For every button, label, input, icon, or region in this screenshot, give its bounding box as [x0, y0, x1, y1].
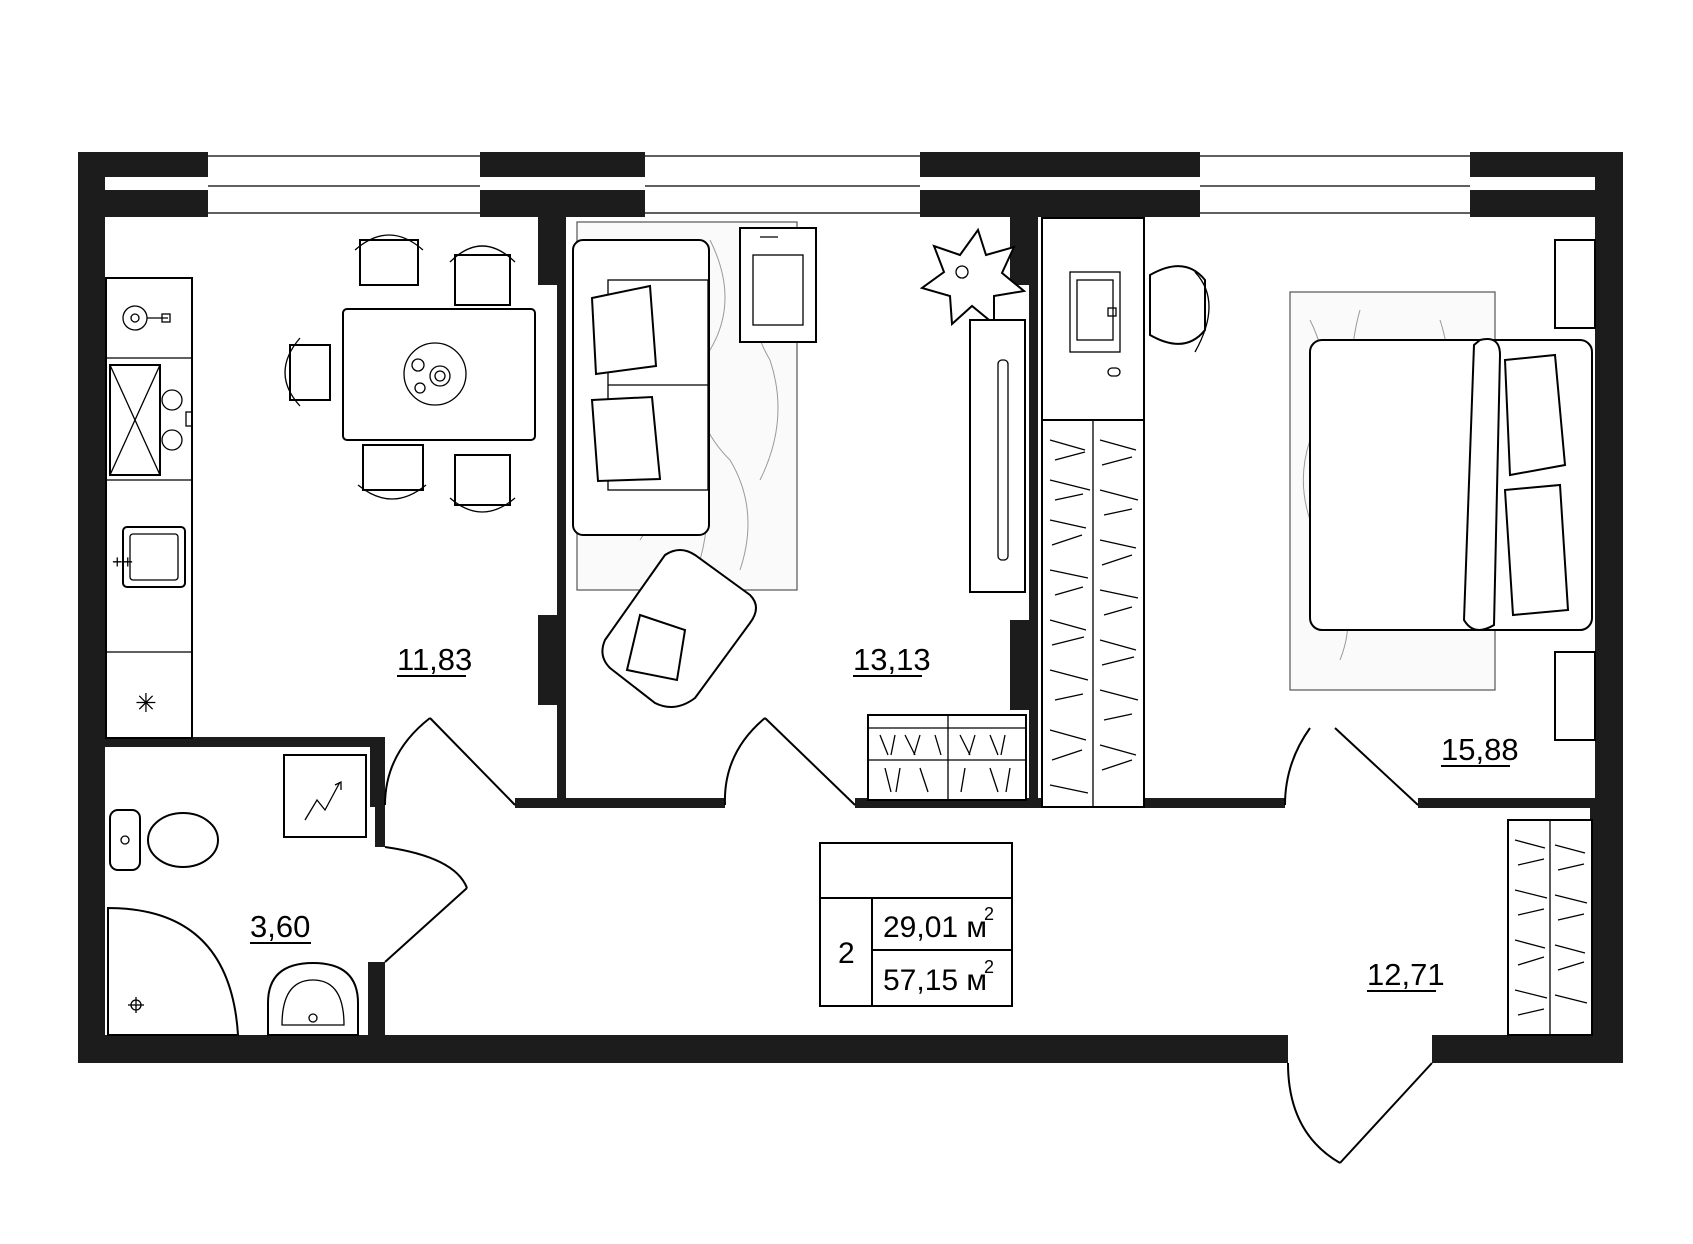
apartment-info-box: 2 29,01 м 2 57,15 м 2	[819, 842, 1013, 1007]
desk-chair	[1149, 265, 1210, 353]
dining-table	[342, 308, 536, 441]
bedroom: 15,88	[1041, 217, 1596, 808]
svg-text:✳: ✳	[135, 689, 157, 719]
boiler-icon	[283, 754, 367, 838]
living-room: 13,13	[572, 221, 1027, 801]
washbasin-icon	[267, 961, 359, 1036]
exterior-walls	[78, 152, 1623, 1063]
wardrobe-hallway	[1507, 819, 1593, 1036]
shower-icon	[107, 906, 240, 1036]
armchair	[601, 549, 757, 708]
bed	[1289, 239, 1596, 741]
room-area-bedroom: 15,88	[1441, 732, 1519, 767]
room-area-bathroom: 3,60	[250, 909, 310, 944]
doors	[384, 717, 1433, 1164]
bathroom: 3,60	[107, 754, 367, 1036]
desk	[1041, 217, 1145, 421]
living-area-unit-superscript: 2	[984, 904, 994, 924]
kitchen: ++ ✳ 11,83	[105, 234, 536, 739]
toilet-icon	[109, 809, 219, 871]
room-count: 2	[838, 937, 855, 970]
stove-icon	[108, 364, 193, 476]
dining-chairs	[284, 234, 516, 513]
room-area-hallway: 12,71	[1367, 957, 1445, 992]
sofa	[572, 239, 710, 536]
hob-icon	[122, 305, 171, 331]
room-area-kitchen: 11,83	[397, 642, 472, 677]
fridge-icon: ✳	[135, 689, 157, 719]
sink-icon: ++	[112, 526, 186, 588]
total-area-unit-superscript: 2	[984, 957, 994, 977]
total-area: 57,15 м	[883, 964, 987, 997]
storage-shelf	[867, 714, 1027, 801]
windows	[208, 155, 1470, 214]
svg-text:++: ++	[112, 552, 133, 572]
room-area-living-room: 13,13	[853, 642, 931, 677]
tv-unit	[969, 319, 1026, 593]
hallway: 12,71	[1367, 819, 1593, 1036]
plant-icon	[919, 227, 1027, 327]
living-area: 29,01 м	[883, 911, 987, 944]
wardrobe-bedroom	[1041, 419, 1145, 808]
side-table	[739, 227, 817, 343]
kitchen-counter	[105, 277, 193, 739]
